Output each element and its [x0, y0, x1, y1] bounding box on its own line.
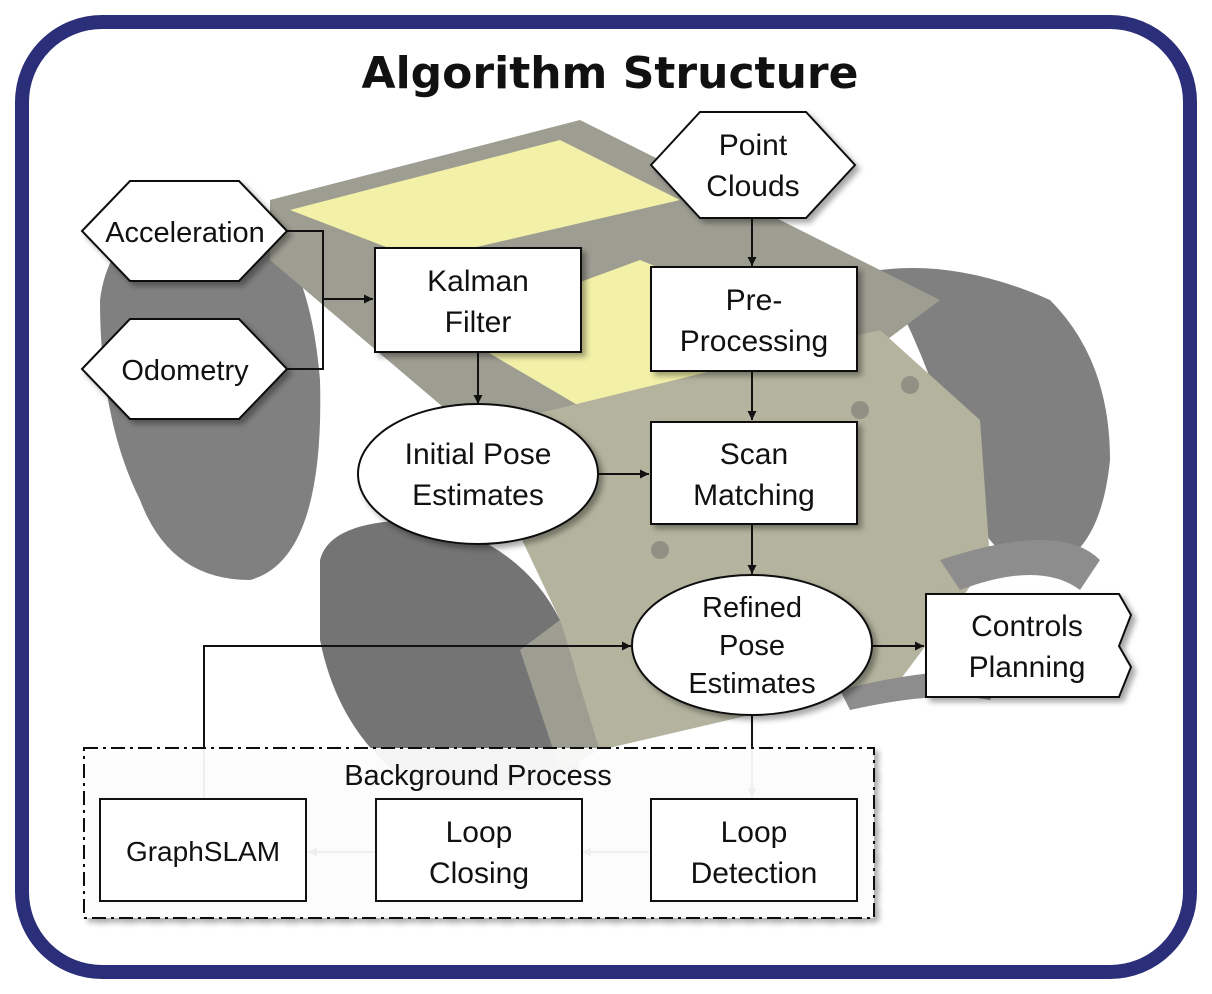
node-acceleration: Acceleration	[80, 180, 289, 282]
point-clouds-hexagon	[649, 111, 857, 219]
background-process-label: Background Process	[344, 760, 612, 792]
node-graphslam: GraphSLAM	[99, 798, 307, 902]
scan-matching-box	[650, 421, 858, 525]
refined-pose-ellipse	[631, 574, 873, 716]
scan-matching-line-1: Scan	[720, 438, 788, 471]
loop-detection-box	[650, 798, 858, 902]
odometry-hexagon	[80, 318, 289, 420]
controls-planning-line-2: Planning	[969, 651, 1086, 684]
svg-text:Pre-Processing: Pre- Processing	[680, 284, 828, 358]
graphslam-label: GraphSLAM	[126, 836, 280, 867]
node-odometry: Odometry	[80, 318, 289, 420]
loop-closing-box	[375, 798, 583, 902]
initial-pose-line-2: Estimates	[412, 479, 544, 512]
loop-detection-line-2: Detection	[691, 857, 818, 890]
odometry-label: Odometry	[121, 355, 249, 387]
kalman-filter-box	[374, 247, 582, 353]
diagram-title: Algorithm Structure	[362, 48, 859, 99]
point-clouds-line-1: Point	[719, 129, 788, 162]
refined-pose-line-3: Estimates	[688, 668, 815, 700]
refined-pose-line-1: Refined	[702, 592, 802, 624]
acceleration-label: Acceleration	[105, 217, 265, 249]
initial-pose-line-1: Initial Pose	[405, 438, 552, 471]
controls-planning-shape	[925, 593, 1133, 698]
node-pre-processing: Pre- Processing	[650, 266, 858, 372]
controls-planning-line-1: Controls	[971, 610, 1083, 643]
pre-processing-line-1: Pre-	[726, 284, 783, 317]
loop-closing-line-1: Loop	[446, 816, 513, 849]
refined-pose-line-2: Pose	[719, 630, 785, 662]
loop-closing-line-2: Closing	[429, 857, 529, 890]
initial-pose-ellipse	[357, 403, 599, 545]
point-clouds-line-2: Clouds	[706, 170, 799, 203]
kalman-filter-line-2: Filter	[445, 306, 512, 339]
pre-processing-line-2: Processing	[680, 325, 828, 358]
graphslam-box	[99, 798, 307, 902]
acceleration-hexagon	[80, 180, 289, 282]
line-odometry	[287, 299, 324, 370]
line-acceleration	[287, 230, 324, 299]
loop-detection-line-1: Loop	[721, 816, 788, 849]
scan-matching-line-2: Matching	[693, 479, 815, 512]
pre-processing-box	[650, 266, 858, 372]
kalman-filter-line-1: Kalman	[427, 265, 529, 298]
connectors	[203, 218, 924, 857]
